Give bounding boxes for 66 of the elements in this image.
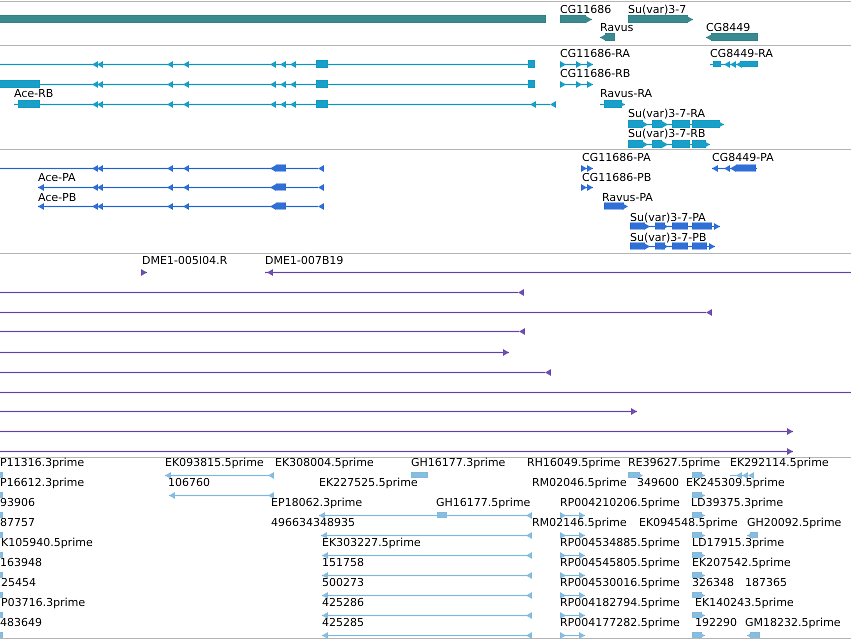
feature-label: DME1-005I04.R: [142, 255, 228, 267]
feature-label: EP18062.3prime: [271, 497, 362, 509]
feature-label: GH20092.5prime: [747, 517, 842, 529]
feature-label: 349600: [637, 477, 679, 489]
feature-label: GH16177.5prime: [436, 497, 530, 509]
feature-label: RP004210206.5prime: [560, 497, 680, 509]
feature-label: 425286: [322, 597, 364, 609]
feature-label: CG11686-RA: [560, 48, 630, 60]
feature-label: 192290: [695, 617, 737, 629]
feature-label: EK093815.5prime: [165, 457, 264, 469]
feature-label: RM02046.5prime: [532, 477, 627, 489]
feature-label: P16612.3prime: [0, 477, 84, 489]
feature-label: Su(var)3-7-RB: [628, 128, 706, 140]
feature-label: Ravus: [600, 22, 634, 34]
feature-label: EK094548.5prime: [639, 517, 738, 529]
feature-label: RP004534885.5prime: [560, 537, 680, 549]
feature-label: LD39375.3prime: [691, 497, 784, 509]
feature-label: RM02146.5prime: [532, 517, 627, 529]
feature-label: Su(var)3-7-PA: [630, 212, 706, 224]
feature-label: 500273: [322, 577, 364, 589]
feature-label: 326348: [692, 577, 734, 589]
feature-label: Ace-PB: [38, 192, 76, 204]
feature-label: 151758: [322, 557, 364, 569]
feature-label: Ravus-PA: [602, 192, 653, 204]
feature-label: Ace-RB: [14, 88, 54, 100]
feature-label: CG11686-RB: [560, 68, 630, 80]
feature-label: Ace-PA: [38, 172, 76, 184]
feature-label: DME1-007B19: [265, 255, 344, 267]
feature-label: EK303227.5prime: [322, 537, 421, 549]
feature-label: GM18232.5prime: [745, 617, 841, 629]
feature-label: RH16049.5prime: [527, 457, 620, 469]
feature-label: EK227525.5prime: [319, 477, 418, 489]
feature-label: Su(var)3-7-PB: [630, 232, 706, 244]
feature-label: EK207542.5prime: [692, 557, 791, 569]
feature-label: EK292114.5prime: [730, 457, 829, 469]
feature-label: RP004182794.5prime: [560, 597, 680, 609]
feature-label: CG11686-PA: [582, 152, 651, 164]
feature-label: CG8449-RA: [710, 48, 773, 60]
feature-label: 496634348935: [271, 517, 355, 529]
feature-label: K105940.5prime: [1, 537, 93, 549]
feature-label: RP004545805.5prime: [560, 557, 680, 569]
feature-label: Su(var)3-7: [628, 4, 686, 16]
feature-label: RP004177282.5prime: [560, 617, 680, 629]
feature-label: P03716.3prime: [1, 597, 86, 609]
feature-label: 425285: [322, 617, 364, 629]
feature-label: CG11686: [560, 4, 612, 16]
feature-label: EK245309.5prime: [686, 477, 785, 489]
feature-label: 25454: [1, 577, 36, 589]
feature-label: CG8449-PA: [712, 152, 774, 164]
feature-label: Ravus-RA: [600, 88, 652, 100]
feature-label: 87757: [0, 517, 35, 529]
feature-label: P11316.3prime: [0, 457, 84, 469]
feature-label: 163948: [0, 557, 42, 569]
feature-label: EK308004.5prime: [275, 457, 374, 469]
feature-label: LD17915.3prime: [692, 537, 784, 549]
feature-label: 106760: [168, 477, 210, 489]
feature-label: EK140243.5prime: [695, 597, 794, 609]
feature-label: 187365: [745, 577, 787, 589]
feature-label: Su(var)3-7-RA: [628, 108, 705, 120]
feature-label: CG8449: [706, 22, 750, 34]
feature-label: 483649: [0, 617, 42, 629]
feature-label: CG11686-PB: [582, 172, 652, 184]
feature-label: 93906: [0, 497, 35, 509]
feature-label: RE39627.5prime: [628, 457, 720, 469]
feature-label: GH16177.3prime: [411, 457, 506, 469]
feature-label: RP004530016.5prime: [560, 577, 680, 589]
